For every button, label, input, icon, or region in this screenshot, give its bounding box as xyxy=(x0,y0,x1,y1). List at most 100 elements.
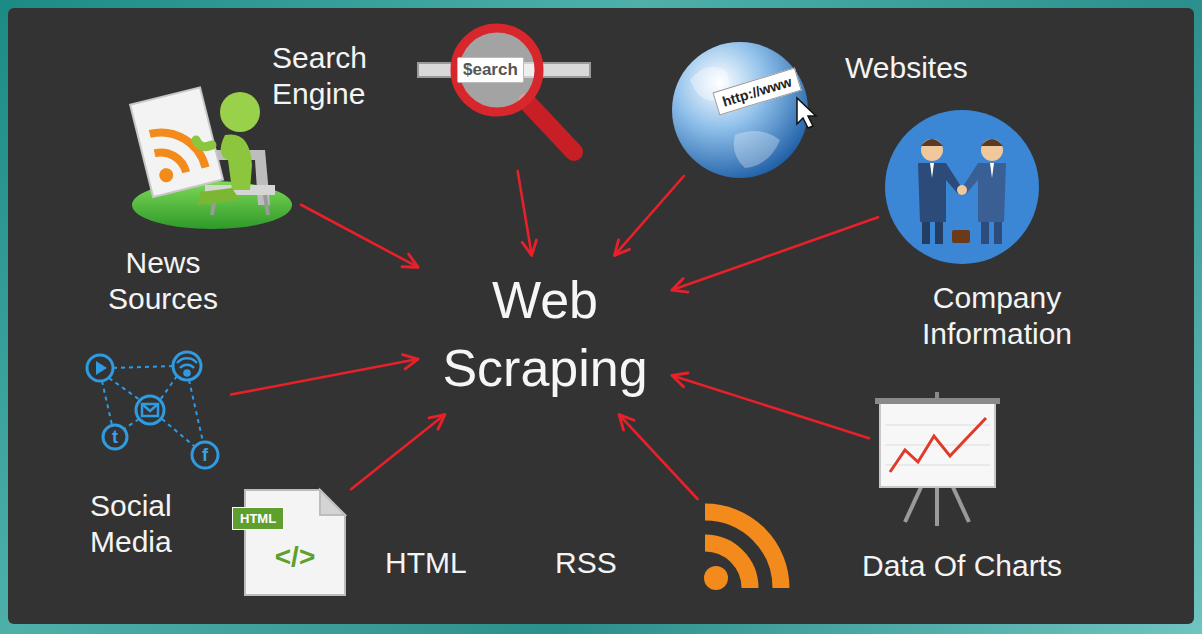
search-box-text: $earch xyxy=(457,57,524,83)
red-arrow xyxy=(231,359,418,394)
topic-title: Web Scraping xyxy=(430,267,660,402)
social-network-icon-part xyxy=(173,352,201,380)
rss-source: RSS xyxy=(690,505,800,595)
source-label: Company Information xyxy=(912,280,1082,352)
social-network-icon-part-part xyxy=(102,381,112,425)
news-reader-icon-part-part xyxy=(158,167,175,184)
html-file-icon-part xyxy=(320,490,345,515)
social-network-icon-part-part xyxy=(113,366,173,368)
chart-easel-icon-part-part xyxy=(885,465,990,466)
rss-icon xyxy=(704,512,781,590)
news-reader-icon-part-part xyxy=(155,147,187,179)
handshake-icon-part xyxy=(957,185,967,195)
search-icon-part xyxy=(527,102,574,152)
handshake-icon-part xyxy=(930,163,934,178)
company-source: Company Information xyxy=(884,110,1040,265)
file-badge: HTML xyxy=(232,507,284,530)
source-label: Search Engine xyxy=(272,40,382,112)
social-network-icon-part-part xyxy=(162,419,194,446)
globe-icon-part xyxy=(797,98,816,128)
news-reader-icon xyxy=(130,87,292,229)
central-topic: Web Scraping xyxy=(430,267,660,402)
handshake-icon-part xyxy=(885,110,1039,264)
chart-easel-icon-part-part xyxy=(885,445,990,446)
handshake-icon-part xyxy=(922,222,930,244)
source-label: Social Media xyxy=(90,488,200,560)
handshake-icon-part xyxy=(981,139,1003,161)
handshake-icon-part xyxy=(921,139,943,161)
chart-easel-icon-part xyxy=(880,402,995,487)
handshake-icon-part xyxy=(981,139,1003,146)
source-label: RSS xyxy=(555,545,655,581)
social-glyph: t xyxy=(103,425,127,449)
news-reader-icon-part xyxy=(221,134,252,190)
html-source: HTML xyxy=(229,485,345,595)
handshake-icon-part xyxy=(994,222,1002,244)
handshake-icon-part xyxy=(918,163,962,222)
red-arrow xyxy=(518,171,532,255)
news-reader-icon-part xyxy=(196,140,212,147)
news-source: News Sources xyxy=(130,85,295,230)
chart-easel-icon-part xyxy=(952,485,969,522)
source-label: News Sources xyxy=(98,245,228,317)
globe-icon-part xyxy=(672,42,808,178)
news-reader-icon-part xyxy=(265,195,268,215)
chart-easel-icon-part xyxy=(935,485,939,526)
news-reader-icon-part xyxy=(198,188,240,205)
social-network-icon-part-part xyxy=(109,378,140,400)
source-label: Data Of Charts xyxy=(862,548,1092,584)
handshake-icon xyxy=(885,110,1039,264)
social-network-icon-part xyxy=(185,371,190,376)
rss-icon-part xyxy=(705,512,781,588)
red-arrow xyxy=(672,375,869,438)
social-network-icon-part xyxy=(87,355,113,381)
source-label: Websites xyxy=(845,50,985,86)
chart-easel-icon-part-part xyxy=(885,425,990,426)
chart-easel-icon xyxy=(875,392,1000,526)
search-icon xyxy=(418,28,590,152)
handshake-icon-part xyxy=(981,222,989,244)
chart-easel-icon-part xyxy=(890,418,986,472)
red-arrow xyxy=(301,205,418,267)
social-network-icon-part xyxy=(142,404,158,416)
chart-easel-icon-part xyxy=(875,398,1000,404)
social-network-icon-part xyxy=(177,358,197,363)
source-label: HTML xyxy=(385,545,495,581)
social-network-icon-part-part xyxy=(160,376,177,400)
globe-icon xyxy=(672,42,816,178)
charts-source: Data Of Charts xyxy=(875,395,1000,525)
news-reader-icon-part xyxy=(130,87,223,197)
social-glyph: f xyxy=(193,443,217,467)
html-file-icon-part xyxy=(245,490,345,595)
handshake-icon-part xyxy=(990,163,994,178)
chart-easel-icon-part xyxy=(905,485,922,522)
url-bar-text: http://www xyxy=(712,68,801,116)
news-reader-icon-part xyxy=(220,92,260,132)
red-arrow xyxy=(619,415,698,499)
search-icon-part xyxy=(455,28,539,112)
social-network-icon-part-part xyxy=(124,419,139,429)
search-engine-source: Search Engine xyxy=(415,25,595,165)
handshake-icon-part xyxy=(935,222,943,244)
red-arrow xyxy=(351,415,445,490)
social-network-icon-part xyxy=(136,396,164,424)
globe-icon-part xyxy=(734,131,780,168)
html-file-icon xyxy=(245,490,345,595)
rss-icon-part xyxy=(705,543,750,588)
social-network-icon-part xyxy=(192,442,218,468)
social-network-icon xyxy=(87,352,218,468)
news-reader-icon-part-part xyxy=(130,87,223,197)
red-arrow xyxy=(615,176,684,255)
social-network-icon-part xyxy=(180,365,194,368)
code-glyph: </> xyxy=(265,541,325,573)
social-network-icon-part xyxy=(96,361,107,375)
social-network-icon-part xyxy=(142,404,158,411)
handshake-icon-part xyxy=(962,163,1006,222)
handshake-icon-part xyxy=(921,139,943,146)
rss-icon-part xyxy=(704,566,728,590)
news-reader-icon-part-part xyxy=(150,123,206,179)
red-arrow xyxy=(672,217,878,290)
social-network-icon-part-part xyxy=(189,380,203,442)
